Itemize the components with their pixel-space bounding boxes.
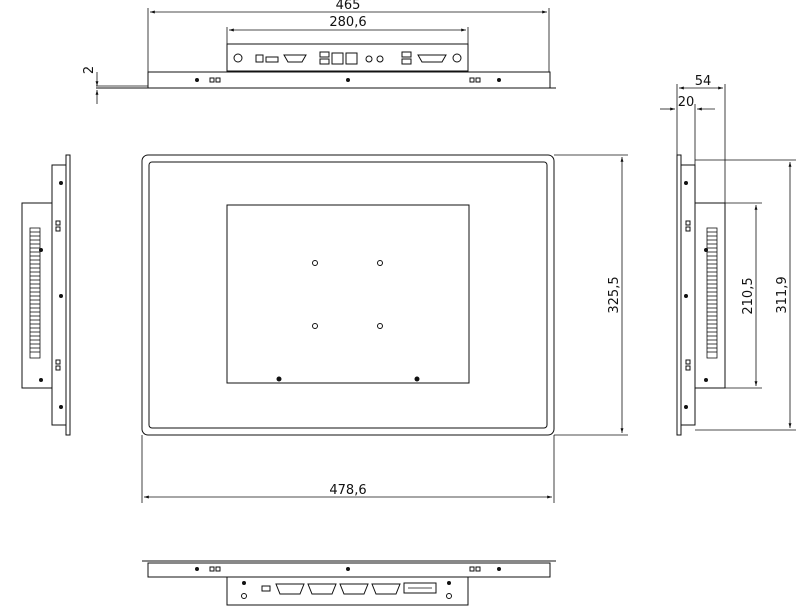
audio-jack-icon (365, 55, 373, 63)
dim-label-54: 54 (695, 74, 712, 89)
bottom-view (142, 560, 556, 606)
dim-label-465: 465 (336, 0, 361, 13)
vesa-hole-icon (312, 260, 318, 266)
dim-label-20: 20 (678, 95, 695, 110)
bezel-outer (141, 154, 555, 436)
dim-label-210: 210,5 (741, 277, 756, 314)
vent-slots (29, 227, 41, 359)
mount-hole-icon (446, 593, 452, 599)
dim-label-478: 478,6 (329, 483, 366, 498)
db9-port-icon (371, 583, 401, 595)
dim-label-280: 280,6 (329, 15, 366, 30)
usb-port-icon (319, 58, 330, 65)
bottom-io-panel (226, 576, 469, 606)
mount-hole-icon (233, 53, 243, 63)
lan-port-icon (331, 52, 344, 65)
vesa-hole-icon (312, 323, 318, 329)
db9-port-icon (283, 54, 307, 63)
db9-port-icon (339, 583, 369, 595)
audio-jack-icon (376, 55, 384, 63)
usb-port-icon (401, 58, 412, 65)
left-side-view (21, 154, 71, 436)
left-bracket (51, 164, 67, 426)
mount-hole-icon (452, 53, 462, 63)
mount-hole-icon (241, 593, 247, 599)
db9-port-icon (307, 583, 337, 595)
lan-port-icon (345, 52, 358, 65)
usb-port-icon (401, 51, 412, 58)
dim-label-2: 2 (82, 66, 97, 74)
vesa-hole-icon (377, 323, 383, 329)
vga-port-icon (417, 54, 447, 63)
io-panel (226, 43, 469, 72)
right-io-panel (694, 202, 726, 389)
dim-label-325: 325,5 (607, 276, 622, 313)
usb-port-icon (319, 51, 330, 58)
vent-slots (706, 227, 718, 359)
front-view: 325,5 478,6 (141, 154, 628, 503)
left-io-panel (21, 202, 53, 389)
port-icon (261, 585, 271, 592)
back-plate (226, 204, 470, 384)
db9-port-icon (275, 583, 305, 595)
bezel-inner (148, 161, 548, 429)
vesa-hole-icon (377, 260, 383, 266)
parallel-port-icon (403, 582, 437, 594)
dim-label-311: 311,9 (775, 276, 790, 313)
top-view: 465 280,6 2 (82, 0, 556, 104)
port-icon (265, 56, 279, 63)
port-icon (255, 54, 264, 63)
right-side-view: 54 20 210,5 311,9 (660, 74, 796, 436)
right-bracket (680, 164, 696, 426)
